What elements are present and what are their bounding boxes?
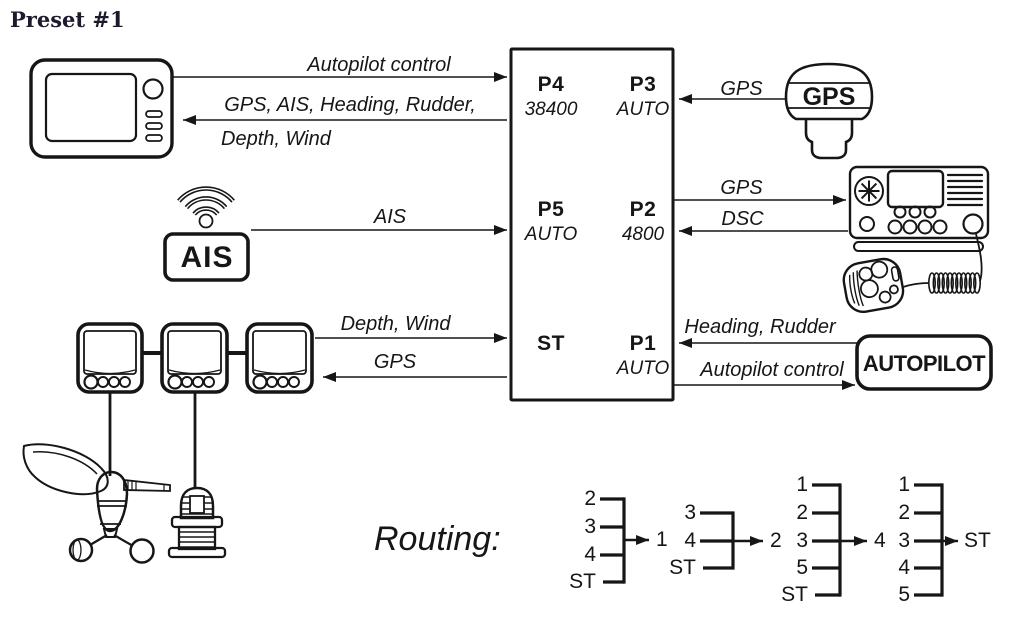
routing-g2-input: ST [669,556,696,579]
label-dsc: DSC [721,208,764,230]
routing-brackets [600,483,958,597]
routing-g3-input: 2 [796,501,808,524]
label-depth-wind: Depth, Wind [340,313,451,335]
coiled-cord-icon [927,272,981,294]
routing-g3-output: 4 [874,529,886,552]
wifi-arcs-icon [177,186,235,216]
routing-g3-input: ST [781,583,808,606]
port-p4: P4 38400 [509,72,593,122]
routing-g4-input: 1 [898,473,910,496]
port-id: P5 [537,198,565,221]
port-id: P1 [629,332,657,355]
routing-g3-input: 3 [796,529,808,552]
routing-g3-input: 1 [796,473,808,496]
depth-transducer-icon [167,486,227,559]
display-2-icon [160,322,229,394]
port-id: ST [537,332,565,355]
instrument-displays-icon [76,322,314,489]
grille-icon [946,173,984,207]
port-id: P3 [629,73,657,96]
display-3-icon [245,322,314,394]
routing-g1-input: ST [569,570,596,593]
routing-g1-input: 4 [584,543,596,566]
label-plotter-out-line2: Depth, Wind [221,128,331,150]
routing-g4-input: 4 [898,556,910,579]
chartplotter-icon [29,58,174,159]
wind-sensor-icon [22,443,171,564]
label-ais: AIS [373,206,407,228]
routing-title: Routing: [374,520,501,558]
routing-g4-input: 2 [898,501,910,524]
label-autopilot-control-bottom: Autopilot control [700,359,844,381]
connection-arrows [173,72,857,390]
port-p1: P1 AUTO [601,331,685,381]
routing-g4-input: 5 [898,583,910,606]
autopilot-icon [855,334,993,391]
routing-g4-output: ST [964,529,991,552]
port-st: ST [509,331,593,357]
routing-group-1 [600,497,649,584]
port-p3: P3 AUTO [601,72,685,122]
multiplexer-box [509,47,675,402]
label-autopilot-control-top: Autopilot control [307,54,451,76]
gps-antenna-icon [784,62,874,160]
gps-device-label: GPS [802,83,856,111]
routing-g1-input: 3 [584,515,596,538]
label-gps-from-antenna: GPS [720,78,763,100]
routing-g2-input: 3 [684,501,696,524]
ais-receiver-icon [163,186,250,282]
display-1-icon [76,322,144,394]
routing-g3-input: 5 [796,556,808,579]
port-id: P2 [629,198,657,221]
autopilot-device-label: AUTOPILOT [862,351,986,376]
label-plotter-out-line1: GPS, AIS, Heading, Rudder, [224,94,476,116]
routing-g4-input: 3 [898,529,910,552]
routing-g1-input: 2 [584,487,596,510]
routing-group-2 [700,511,763,570]
port-p5: P5 AUTO [509,197,593,247]
routing-g2-input: 4 [684,529,696,552]
port-p2: P2 4800 [601,197,685,247]
port-value: 4800 [621,224,665,245]
routing-group-3 [812,483,867,597]
routing-group-4 [914,483,958,597]
microphone-icon [842,233,983,314]
port-value: AUTO [616,358,670,379]
routing-g1-output: 1 [656,528,668,551]
routing-g2-output: 2 [770,529,782,552]
label-gps-to-displays: GPS [373,351,417,373]
port-value: AUTO [524,224,578,245]
ais-device-label: AIS [180,241,234,274]
page-title: Preset #1 [10,7,125,32]
label-gps-to-radio: GPS [720,177,763,199]
speaker-icon [858,180,880,202]
port-value: 38400 [524,99,578,120]
vhf-radio-icon [842,165,990,314]
port-id: P4 [537,73,565,96]
label-heading-rudder: Heading, Rudder [684,316,836,338]
port-value: AUTO [616,99,670,120]
